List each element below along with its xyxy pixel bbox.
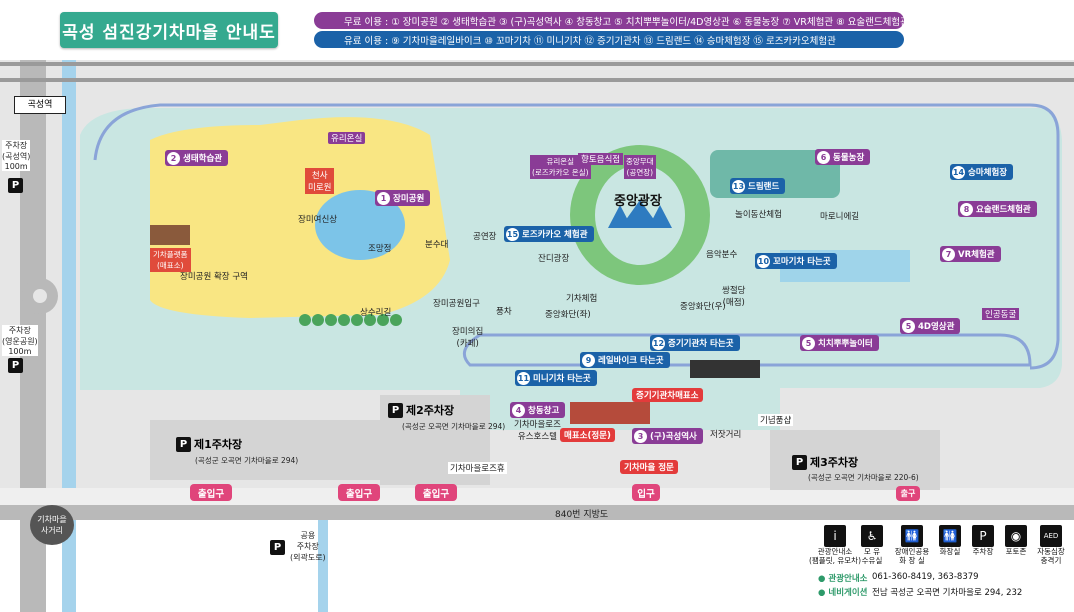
sangpil-label: 쌍절당 (매점) (722, 286, 746, 308)
hostel-label: 기차마을로즈 유스호스텔 (514, 420, 561, 442)
main-entrance[interactable]: 입구 (632, 484, 660, 501)
parking2-label: 제2주차장 (406, 404, 455, 417)
map-title: 곡성 섬진강기차마을 안내도 (60, 12, 278, 48)
steam-ticket-label: 증기기관차매표소 (632, 388, 703, 402)
parking-gokseong-label: 주차장 (곡성역) 100m (2, 140, 31, 171)
maron-label: 마로니에길 (820, 212, 860, 222)
exit-1[interactable]: 출입구 (190, 484, 232, 501)
goddess-label: 장미여신상 (298, 215, 338, 225)
accessible-toilet-icon: 🚻 (901, 525, 923, 547)
main-gate-label: 기차마을 정문 (620, 460, 678, 474)
legend-item: ◉포토존 (1001, 525, 1031, 569)
parking3-label: 제3주차장 (810, 456, 859, 469)
jomang-label: 조망정 (368, 244, 392, 254)
windmill-label: 풍차 (496, 307, 512, 317)
info-center-label: ● 관광안내소 (818, 574, 868, 584)
public-parking-label: 공용 주차장 (외곽도로) (290, 531, 326, 562)
info-icon: i (824, 525, 846, 547)
navigation-label: ● 네비게이션 (818, 588, 868, 598)
free-usage-bar: 무료 이용 : ① 장미공원 ② 생태학습관 ③ (구)곡성역사 ④ 창동창고 … (314, 12, 909, 29)
parking-icon: P (8, 358, 23, 373)
gokseong-station-label: 곡성역 (14, 96, 66, 114)
eco-ticket-label: 기차플랫폼 (매표소) (150, 248, 191, 272)
central-bed-left: 중앙화단(좌) (545, 310, 591, 320)
parking2-address: (곡성군 오곡면 기차마을로 294) (402, 422, 506, 431)
rose-entrance-label: 장미공원입구 (433, 299, 480, 309)
parking1-label: 제1주차장 (194, 438, 243, 451)
legend-item: 🚻화장실 (935, 525, 965, 569)
toilet-icon: 🚻 (939, 525, 961, 547)
music-fountain-label: 음악분수 (706, 250, 738, 260)
central-stage-label: 중앙무대 (공연장) (624, 155, 656, 179)
rose-extension-label: 장미공원 확장 구역 (180, 272, 248, 282)
legend-item: 🚻장애인공용 화 장 실 (892, 525, 932, 569)
cave-label: 인공동굴 (982, 308, 1020, 320)
fountain-label: 분수대 (425, 240, 449, 250)
lawn-label: 잔디광장 (538, 254, 570, 264)
nursing-room-icon: ♿ (861, 525, 883, 547)
cafe-label: 장미의집 (카페) (452, 327, 484, 349)
souvenir-label: 기념품샵 (758, 414, 794, 426)
cheonsa-label: 천사 미로원 (305, 168, 335, 194)
exit-small[interactable]: 출구 (896, 486, 920, 501)
sangsuri-label: 상수리길 (360, 308, 392, 318)
navigation-address: 전남 곡성군 오곡면 기차마을로 294, 232 (872, 588, 1023, 598)
parking-public-label: 주차장 (영운공원) 100m (2, 325, 38, 356)
info-center-phone: 061-360-8419, 363-8379 (872, 572, 979, 582)
aed-icon: AED (1040, 525, 1062, 547)
exit-2[interactable]: 출입구 (338, 484, 380, 501)
exit-3[interactable]: 출입구 (415, 484, 457, 501)
central-plaza-label: 중앙광장 (614, 194, 662, 209)
parking-icon: P (270, 540, 285, 555)
photo-zone-icon: ◉ (1005, 525, 1027, 547)
paid-usage-bar: 유료 이용 : ⑨ 기차마을레일바이크 ⑩ 꼬마기차 ⑪ 미니기차 ⑫ 증기기관… (314, 31, 904, 48)
stage-label: 공연장 (473, 232, 497, 242)
central-bed-right: 중앙화단(우) (680, 302, 726, 312)
train-experience-label: 기차체험 (566, 294, 598, 304)
market-label: 저잣거리 (710, 430, 742, 440)
intersection-label: 기차마을 사거리 (30, 505, 74, 545)
road-840-label: 840번 지방도 (555, 510, 609, 520)
amusement-label: 놀이동산체험 (735, 210, 782, 220)
parking-icon: P (176, 437, 191, 452)
parking-icon: P (388, 403, 403, 418)
parking3-address: (곡성군 오곡면 기차마을로 220-6) (808, 473, 919, 482)
hyangto-label: 향토음식점 (578, 153, 624, 165)
parking-icon: P (792, 455, 807, 470)
parking-icon: P (972, 525, 994, 547)
parking-icon: P (8, 178, 23, 193)
yurionsil-label: 유리온실 (328, 132, 366, 144)
legend-item: ♿모 유 수유실 (855, 525, 889, 569)
main-ticket-label: 매표소(정문) (560, 428, 615, 442)
parking1-address: (곡성군 오곡면 기차마을로 294) (195, 456, 299, 465)
hostel-sign: 기차마을로즈휴 (448, 462, 507, 474)
place-old-station[interactable]: 3(구)곡성역사 (632, 428, 703, 444)
